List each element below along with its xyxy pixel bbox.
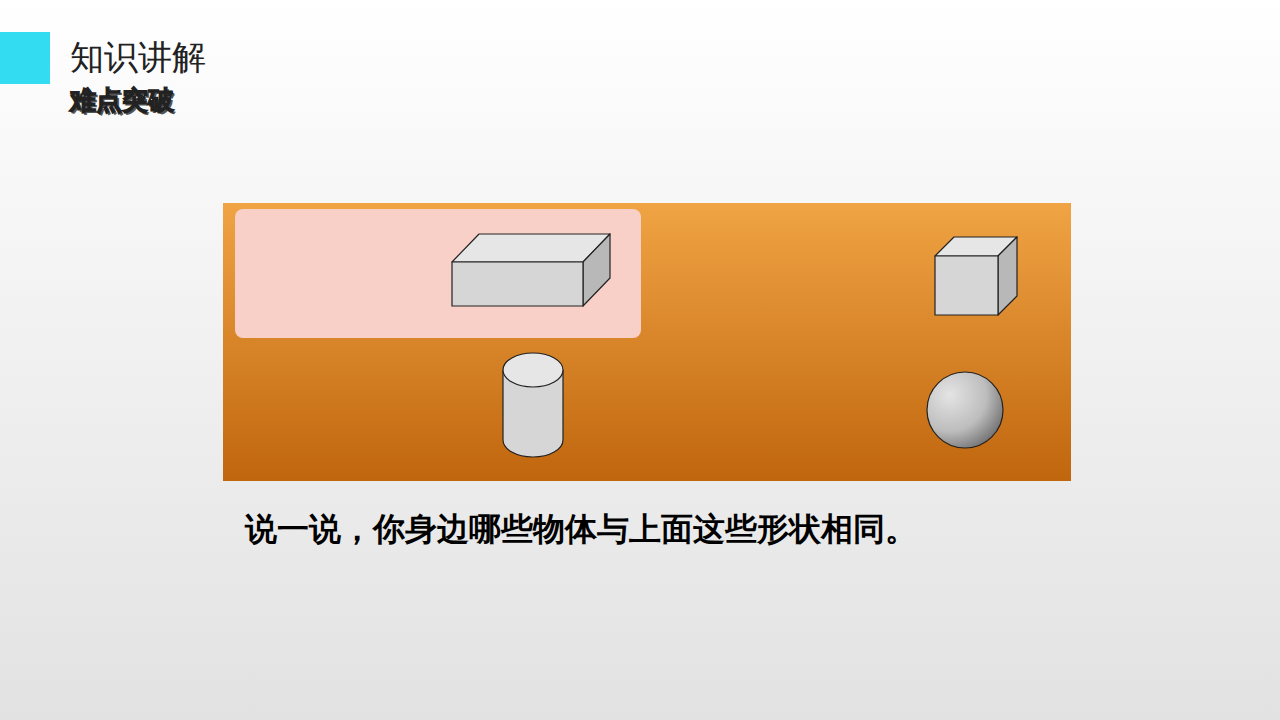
sphere-figure (927, 372, 1003, 448)
cube-figure (935, 237, 1017, 315)
prompt-caption: 说一说，你身边哪些物体与上面这些形状相同。 (245, 510, 917, 548)
accent-square (0, 32, 50, 84)
shape-cell (235, 209, 641, 338)
section-subtitle: 难点突破 (70, 86, 174, 116)
orange-panel (223, 203, 1071, 481)
slide-title: 知识讲解 (70, 38, 206, 77)
cylinder-figure (503, 353, 563, 457)
